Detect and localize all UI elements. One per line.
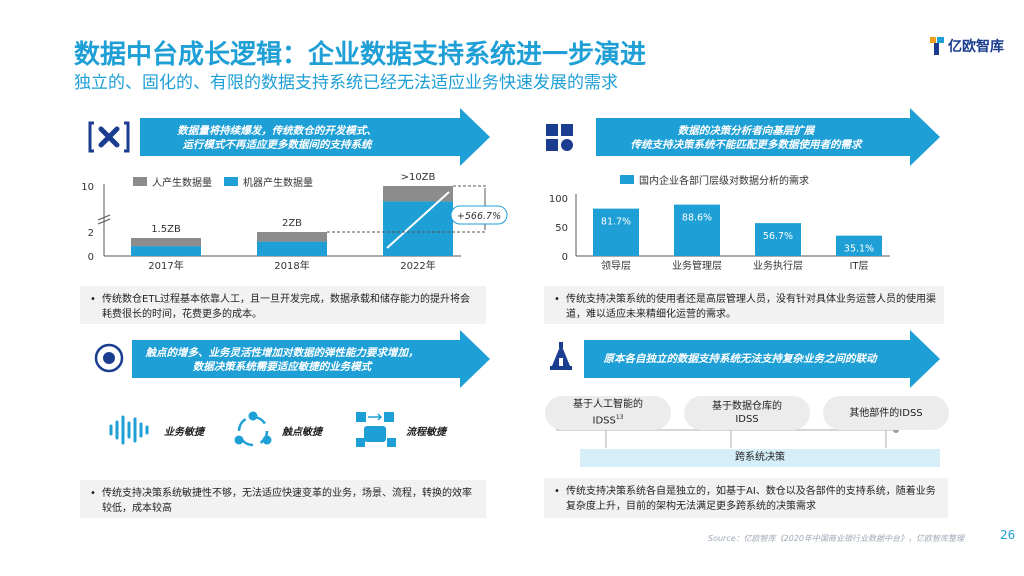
process-puzzle-icon	[356, 412, 396, 447]
page-title: 数据中台成长逻辑：企业数据支持系统进一步演进	[74, 40, 647, 70]
close-x-icon	[88, 121, 130, 153]
oval-warehouse-idss: 基于数据仓库的 IDSS	[684, 396, 810, 430]
agile-label: 业务敏捷	[164, 426, 204, 438]
bar-demand	[755, 223, 801, 256]
banner-line: 数据决策系统需要适应敏捷的业务模式	[192, 361, 372, 373]
banner-line: 数据的决策分析者向基层扩展	[677, 125, 815, 137]
legend-label: 人产生数据量	[152, 178, 212, 189]
note-data-growth: 传统数仓ETL过程基本依靠人工，且一旦开发完成，数据承载和储存能力的提升将会耗费…	[80, 286, 486, 324]
bar-demand	[674, 204, 720, 256]
banner-arrow-decision-users	[596, 108, 940, 166]
agile-label: 流程敏捷	[406, 426, 446, 438]
y-tick-label: 0	[88, 252, 94, 263]
cross-system-bar: 跨系统决策	[580, 449, 940, 467]
grid-icon	[546, 124, 573, 151]
data-label: >10ZB	[401, 172, 436, 183]
data-label: 56.7%	[763, 231, 793, 242]
banner-arrow-data-growth	[140, 108, 490, 166]
growth-badge	[450, 205, 508, 225]
y-tick-label: 0	[562, 252, 568, 263]
bar-human	[131, 238, 201, 247]
bar-human	[383, 186, 453, 202]
bar-machine	[383, 201, 453, 256]
banner-text-decision-users: 数据的决策分析者向基层扩展 传统支持决策系统不能匹配更多数据使用者的需求	[596, 124, 896, 152]
x-tick-label: 业务管理层	[672, 259, 722, 272]
legend-human-data: 人产生数据量	[133, 174, 212, 189]
bar-machine	[131, 246, 201, 256]
oval-line: 基于数据仓库的	[712, 401, 782, 412]
y-tick-label: 2	[88, 228, 94, 239]
oval-ai-idss: 基于人工智能的 IDSS13	[545, 396, 671, 430]
banner-arrow-agility	[132, 330, 490, 388]
data-label: 81.7%	[601, 217, 631, 228]
x-tick-label: 2022年	[400, 259, 435, 272]
legend-machine-data: 机器产生数据量	[224, 174, 313, 189]
trend-line	[386, 191, 450, 249]
legend-label: 国内企业各部门层级对数据分析的需求	[639, 176, 809, 187]
oval-component-idss: 其他部件的IDSS	[823, 396, 949, 430]
banner-line: 数据量将持续爆发，传统数仓的开发模式、	[177, 125, 377, 137]
note-agility: 传统支持决策系统敏捷性不够，无法适应快速变革的业务，场景、流程，转换的效率较低，…	[80, 480, 486, 518]
banner-text-agility: 触点的增多、业务灵活性增加对数据的弹性能力要求增加， 数据决策系统需要适应敏捷的…	[132, 346, 432, 374]
data-label: 1.5ZB	[151, 224, 181, 235]
x-tick-label: 领导层	[601, 259, 631, 272]
x-tick-label: 业务执行层	[753, 259, 803, 272]
banner-text-data-growth: 数据量将持续爆发，传统数仓的开发模式、 运行模式不再适应更多数据间的支持系统	[142, 124, 412, 152]
brand-logo: 亿欧智库	[930, 36, 1004, 56]
bar-machine	[257, 241, 327, 256]
data-label: 88.6%	[682, 213, 712, 224]
growth-label: +566.7%	[457, 211, 501, 222]
logo-text: 亿欧智库	[948, 39, 1004, 55]
footnote-marker: 13	[615, 414, 624, 422]
data-label: 2ZB	[282, 218, 302, 229]
page-number: 26	[1000, 528, 1016, 542]
y-tick-label: 100	[549, 194, 568, 205]
legend-swatch	[133, 177, 147, 186]
banner-text-cross-system: 原本各自独立的数据支持系统无法支持复杂业务之间的联动	[603, 353, 877, 365]
touchpoint-icon	[94, 343, 124, 373]
oval-line: 其他部件的IDSS	[849, 407, 923, 419]
y-tick-label: 10	[81, 182, 94, 193]
bar-human	[257, 232, 327, 242]
banner-line: 传统支持决策系统不能匹配更多数据使用者的需求	[630, 139, 862, 151]
note-decision-users: 传统支持决策系统的使用者还是高层管理人员，没有针对具体业务运营人员的使用渠道，难…	[544, 286, 944, 324]
legend-swatch	[224, 177, 238, 186]
note-cross-system: 传统支持决策系统各自是独立的，如基于AI、数仓以及各部件的支持系统，随着业务复杂…	[544, 478, 948, 518]
chart-data-volume: 0 2 10 1.5ZB 2017年 2ZB 2018年 >10ZB 2022年 +566.7%	[81, 172, 508, 272]
cycle-nodes-icon	[234, 411, 272, 447]
x-tick-label: 2017年	[148, 259, 183, 272]
bar-demand	[593, 208, 639, 256]
logo-icon	[930, 37, 944, 55]
soundwave-icon	[109, 415, 149, 445]
tower-icon	[550, 342, 572, 370]
page-subtitle: 独立的、固化的、有限的数据支持系统已经无法适应业务快速发展的需求	[74, 73, 618, 93]
oval-line: 基于人工智能的	[573, 399, 643, 411]
x-tick-label: IT层	[849, 260, 868, 272]
chart-dept-demand: 0 50 100 81.7% 领导层 88.6% 业务管理层 56.7% 业务执行层 35.1% I…	[549, 194, 890, 272]
data-label: 35.1%	[844, 244, 874, 255]
axis-break-marker	[97, 214, 111, 225]
source-note: Source：亿欧智库《2020年中国商业银行业数据中台》，亿欧智库整理	[708, 534, 965, 543]
oval-line: IDSS	[735, 414, 759, 425]
legend-swatch	[620, 175, 634, 184]
bar-demand	[836, 235, 882, 256]
agile-business: 业务敏捷	[108, 414, 204, 446]
banner-line: 触点的增多、业务灵活性增加对数据的弹性能力要求增加，	[145, 347, 419, 359]
banner-arrow-cross-system	[584, 330, 940, 388]
agile-label: 触点敏捷	[282, 426, 322, 438]
oval-line: IDSS	[592, 415, 616, 427]
y-tick-label: 50	[555, 223, 568, 234]
agile-process: 流程敏捷	[354, 410, 446, 450]
banner-line: 运行模式不再适应更多数据间的支持系统	[182, 139, 372, 151]
x-tick-label: 2018年	[274, 259, 309, 272]
legend-label: 机器产生数据量	[243, 178, 313, 189]
legend-dept-demand: 国内企业各部门层级对数据分析的需求	[620, 172, 809, 187]
agile-touchpoint: 触点敏捷	[232, 410, 322, 450]
